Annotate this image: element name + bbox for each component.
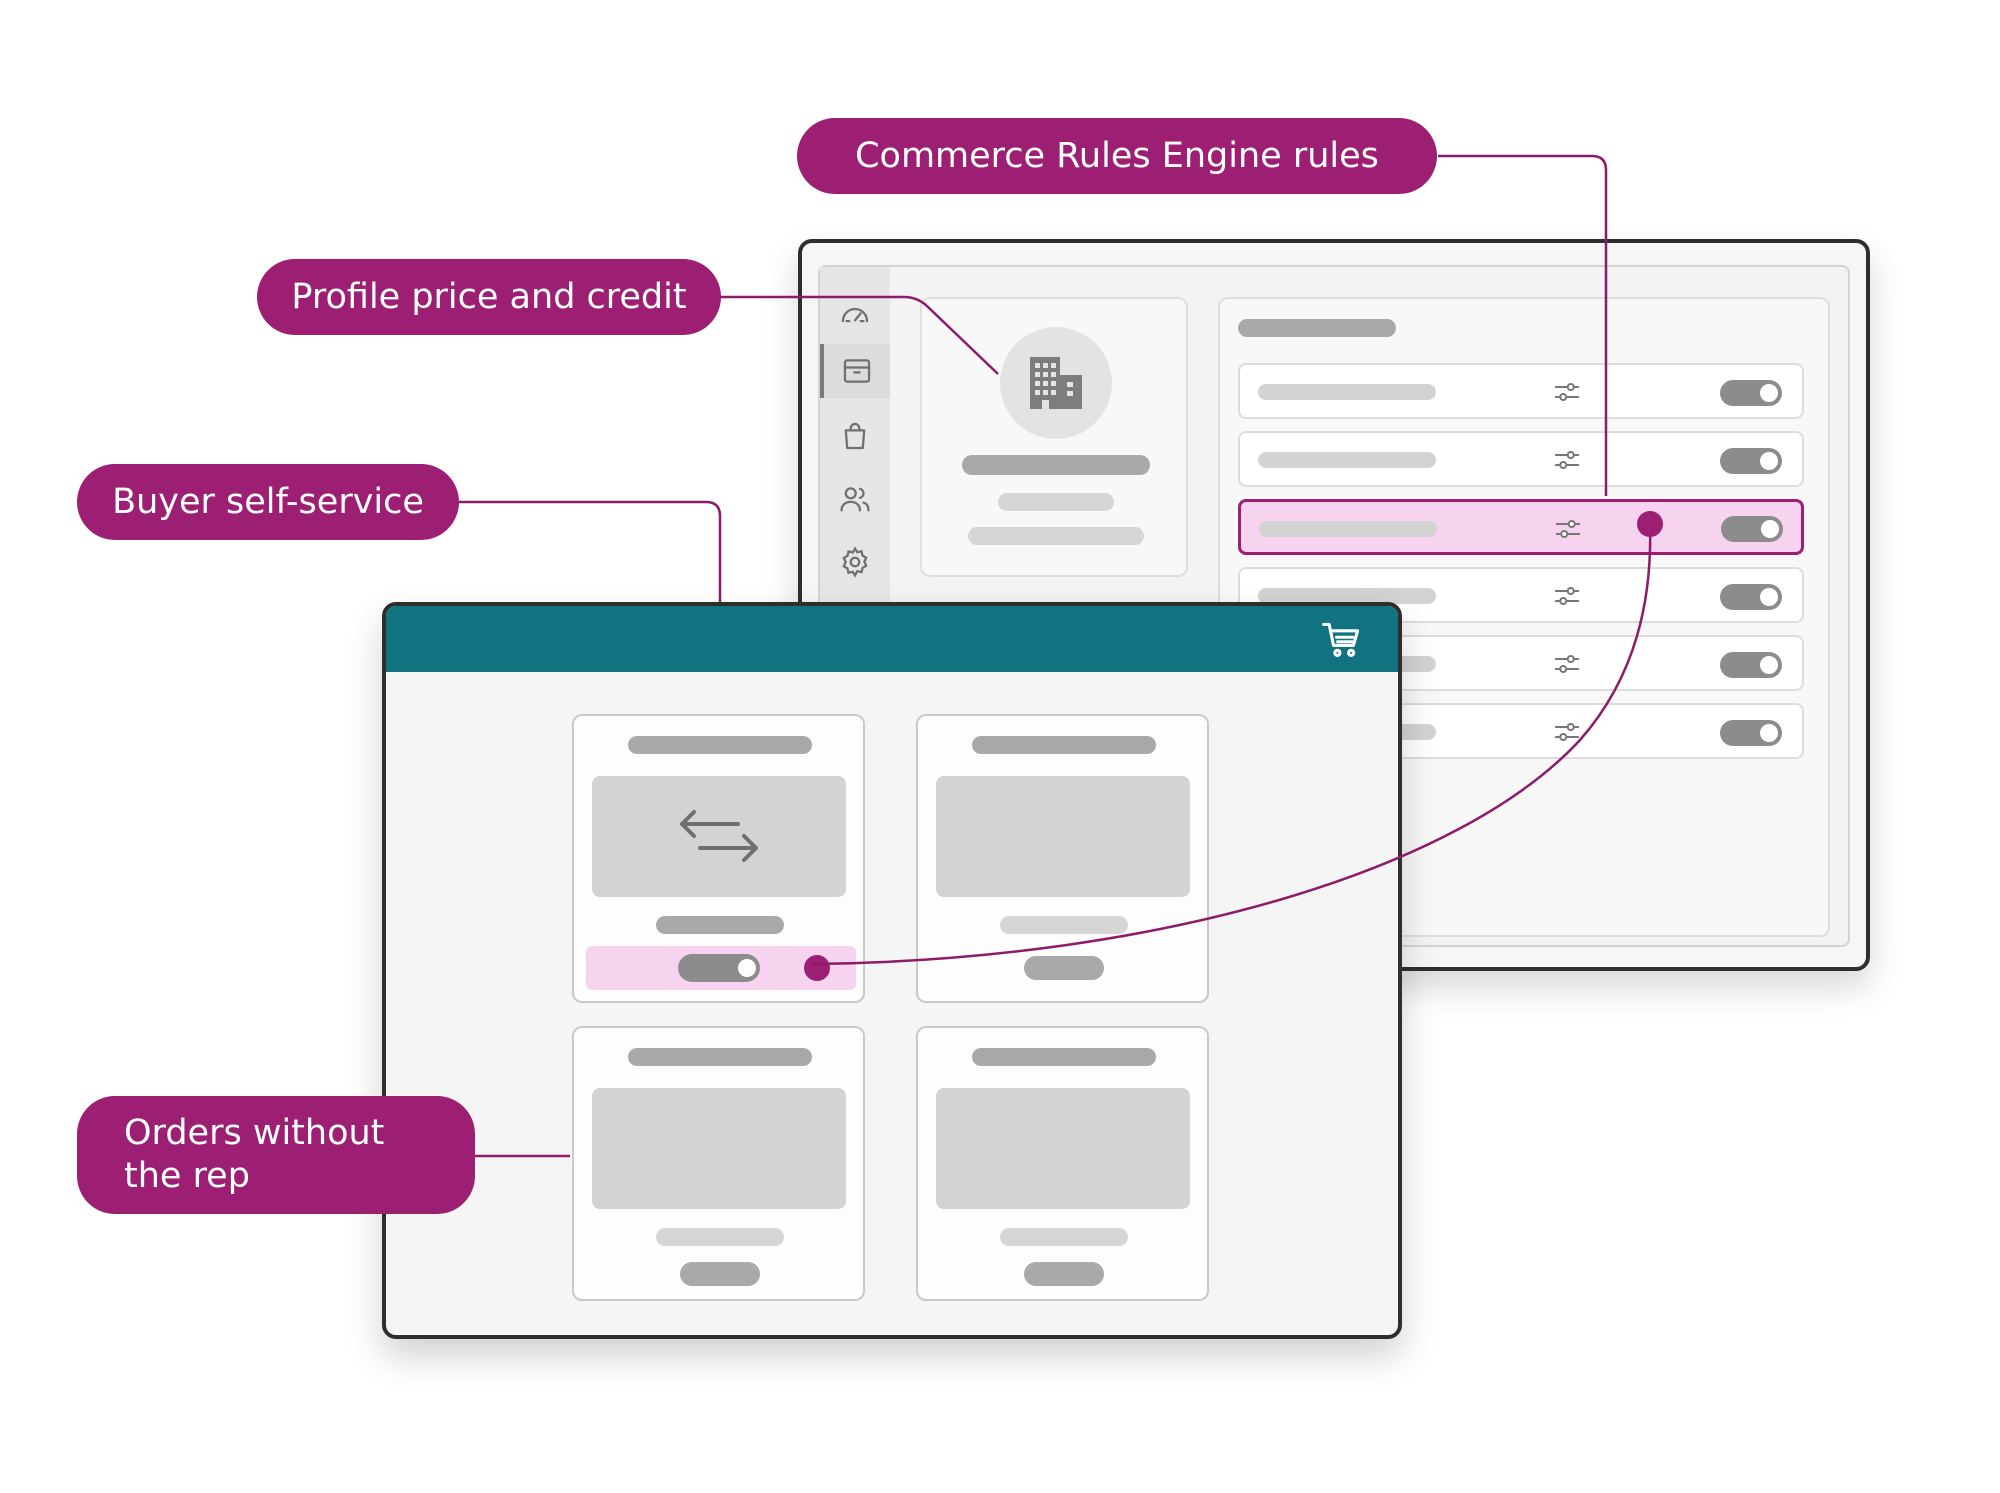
callout-commerce-rules-label: Commerce Rules Engine rules bbox=[855, 135, 1379, 176]
product-card-self-service[interactable] bbox=[572, 714, 865, 1003]
filter-sliders-icon[interactable] bbox=[1553, 514, 1583, 544]
archive-icon bbox=[843, 359, 871, 383]
rule-name-placeholder bbox=[1259, 521, 1437, 537]
connector-dot bbox=[804, 955, 830, 981]
filter-sliders-icon[interactable] bbox=[1552, 649, 1582, 679]
rule-name-placeholder bbox=[1258, 384, 1436, 400]
rule-toggle[interactable] bbox=[1720, 380, 1782, 406]
card-image-placeholder bbox=[936, 1088, 1190, 1209]
storefront-window bbox=[382, 602, 1402, 1339]
callout-orders-without-rep: Orders without the rep bbox=[77, 1096, 475, 1214]
card-title-placeholder bbox=[628, 736, 812, 754]
filter-sliders-icon[interactable] bbox=[1552, 377, 1582, 407]
rule-toggle[interactable] bbox=[1721, 516, 1783, 542]
card-price-placeholder bbox=[656, 1228, 784, 1246]
connector-dot bbox=[1637, 511, 1663, 537]
callout-buyer-self-service-label: Buyer self-service bbox=[112, 481, 424, 522]
cart-icon[interactable] bbox=[1320, 618, 1364, 662]
callout-profile-price: Profile price and credit bbox=[257, 259, 721, 335]
callout-profile-price-label: Profile price and credit bbox=[291, 276, 687, 317]
product-card[interactable] bbox=[916, 1026, 1209, 1301]
profile-detail-placeholder bbox=[998, 493, 1114, 511]
card-title-placeholder bbox=[628, 1048, 812, 1066]
card-price-placeholder bbox=[1000, 1228, 1128, 1246]
sidebar-item-archive[interactable] bbox=[820, 344, 890, 398]
self-service-toggle-row bbox=[586, 946, 856, 990]
card-price-placeholder bbox=[656, 916, 784, 934]
card-title-placeholder bbox=[972, 1048, 1156, 1066]
callout-buyer-self-service: Buyer self-service bbox=[77, 464, 459, 540]
profile-detail-placeholder bbox=[968, 527, 1144, 545]
swap-arrows-icon bbox=[680, 810, 758, 862]
rule-toggle[interactable] bbox=[1720, 584, 1782, 610]
users-icon bbox=[840, 487, 870, 512]
filter-sliders-icon[interactable] bbox=[1552, 581, 1582, 611]
building-icon bbox=[1030, 357, 1082, 409]
card-button-placeholder[interactable] bbox=[680, 1262, 760, 1286]
profile-card bbox=[920, 297, 1188, 577]
card-image-placeholder bbox=[592, 1088, 846, 1209]
shopping-bag-icon bbox=[844, 422, 866, 450]
settings-icon bbox=[842, 546, 868, 578]
card-button-placeholder[interactable] bbox=[1024, 1262, 1104, 1286]
card-image-placeholder bbox=[592, 776, 846, 897]
storefront-header bbox=[386, 606, 1398, 672]
filter-sliders-icon[interactable] bbox=[1552, 445, 1582, 475]
dashboard-icon bbox=[841, 307, 869, 323]
product-card[interactable] bbox=[572, 1026, 865, 1301]
connector-buyer-self-service bbox=[458, 500, 722, 602]
profile-name-placeholder bbox=[962, 455, 1150, 475]
callout-commerce-rules: Commerce Rules Engine rules bbox=[797, 118, 1437, 194]
card-price-placeholder bbox=[1000, 916, 1128, 934]
card-title-placeholder bbox=[972, 736, 1156, 754]
sidebar-item-dashboard[interactable] bbox=[820, 287, 890, 341]
card-button-placeholder[interactable] bbox=[1024, 956, 1104, 980]
filter-sliders-icon[interactable] bbox=[1552, 717, 1582, 747]
rule-toggle[interactable] bbox=[1720, 652, 1782, 678]
callout-orders-without-rep-label: Orders without the rep bbox=[124, 1113, 385, 1196]
rules-panel-title-placeholder bbox=[1238, 319, 1396, 337]
product-card[interactable] bbox=[916, 714, 1209, 1003]
sidebar-item-users[interactable] bbox=[820, 472, 890, 526]
rule-row-highlighted[interactable] bbox=[1238, 499, 1804, 555]
rule-row[interactable] bbox=[1238, 431, 1804, 487]
card-image-placeholder bbox=[936, 776, 1190, 897]
rule-name-placeholder bbox=[1258, 452, 1436, 468]
rule-toggle[interactable] bbox=[1720, 448, 1782, 474]
sidebar-item-shopping-bag[interactable] bbox=[820, 409, 890, 463]
rule-row[interactable] bbox=[1238, 363, 1804, 419]
profile-avatar bbox=[1000, 327, 1112, 439]
sidebar-item-settings[interactable] bbox=[820, 535, 890, 589]
self-service-toggle[interactable] bbox=[678, 954, 760, 982]
rule-toggle[interactable] bbox=[1720, 720, 1782, 746]
